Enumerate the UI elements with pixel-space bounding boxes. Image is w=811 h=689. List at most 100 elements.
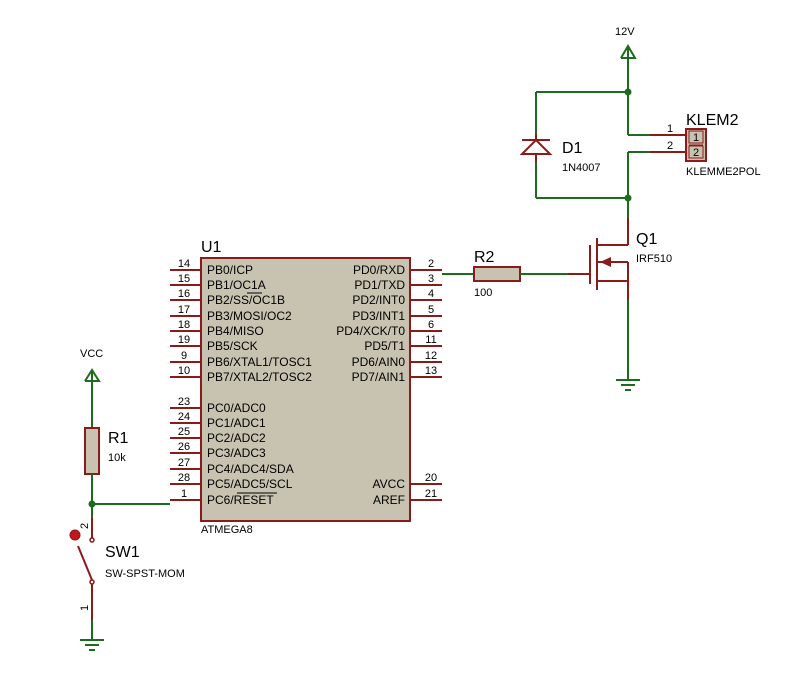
d1-diode[interactable]: D1 1N4007 <box>519 134 601 174</box>
sw1-led-icon <box>69 529 81 541</box>
u1-pin-number: 27 <box>178 457 190 469</box>
u1-pin-28: 28 PC5/ADC5/SCL <box>170 472 293 491</box>
sw1-pin1: 1 <box>79 605 91 611</box>
u1-pin-number: 25 <box>178 426 190 438</box>
u1-pin-label: PB0/ICP <box>207 263 253 277</box>
sw1-value: SW-SPST-MOM <box>105 568 185 580</box>
u1-pin-number: 28 <box>178 472 190 484</box>
junction-drain <box>624 194 632 202</box>
u1-pin-number: 23 <box>178 396 190 408</box>
u1-pin-number: 20 <box>425 472 437 484</box>
u1-pin-label: PD1/TXD <box>354 278 405 292</box>
u1-pin-label: PD7/AIN1 <box>352 370 406 384</box>
klem2-pin1-num: 1 <box>667 123 673 135</box>
v12-label: 12V <box>615 26 635 38</box>
r2-resistor[interactable]: R2 100 <box>473 249 521 299</box>
u1-pin-label: PC3/ADC3 <box>207 446 266 460</box>
u1-pin-label: PB7/XTAL2/TOSC2 <box>207 370 312 384</box>
r1-resistor[interactable]: R1 10k <box>84 427 129 475</box>
u1-pin-label: PB5/SCK <box>207 339 258 353</box>
u1-pin-3: 3 PD1/TXD <box>354 273 442 292</box>
u1-pin-number: 4 <box>428 288 434 300</box>
u1-pin-20: 20 AVCC <box>373 472 442 491</box>
q1-value: IRF510 <box>636 253 672 265</box>
u1-pin-21: 21 AREF <box>373 488 442 507</box>
u1-pin-label: PC2/ADC2 <box>207 431 266 445</box>
u1-pin-label: PC0/ADC0 <box>207 401 266 415</box>
junction-12v <box>624 88 632 96</box>
v12-power: 12V <box>615 26 637 135</box>
junction-reset <box>88 500 96 508</box>
u1-pin-label: PB4/MISO <box>207 324 264 338</box>
u1-pin-label: PB2/SS/OC1B <box>207 293 285 307</box>
u1-pin-label: PD6/AIN0 <box>352 355 406 369</box>
r1-body <box>84 427 100 475</box>
u1-body <box>200 257 411 522</box>
u1-pin-number: 19 <box>178 334 190 346</box>
sw1-ref: SW1 <box>105 544 140 561</box>
u1-pin-label: PD3/INT1 <box>352 309 405 323</box>
u1-pin-25: 25 PC2/ADC2 <box>170 426 266 445</box>
u1-pin-label: PD4/XCK/T0 <box>336 324 405 338</box>
u1-pin-17: 17 PB3/MOSI/OC2 <box>170 304 292 323</box>
u1-pin-label: AVCC <box>373 477 406 491</box>
vcc-power: VCC <box>80 348 103 428</box>
u1-ref: U1 <box>201 239 222 256</box>
klem2-ref: KLEM2 <box>686 112 739 129</box>
ground-icon <box>80 639 104 651</box>
u1-pin-number: 9 <box>181 350 187 362</box>
klem2-value: KLEMME2POL <box>686 166 761 178</box>
u1-pin-number: 2 <box>428 258 434 270</box>
u1-pin-5: 5 PD3/INT1 <box>352 304 442 323</box>
u1-pin-10: 10 PB7/XTAL2/TOSC2 <box>170 365 312 384</box>
klem2-pin2-num: 2 <box>667 140 673 152</box>
u1-pin-number: 16 <box>178 288 190 300</box>
u1-pin-label: PB6/XTAL1/TOSC1 <box>207 355 312 369</box>
sw1-pin2: 2 <box>79 523 91 529</box>
u1-pin-11: 11 PD5/T1 <box>364 334 442 353</box>
q1-ref: Q1 <box>636 231 657 248</box>
u1-pin-19: 19 PB5/SCK <box>170 334 258 353</box>
q1-mosfet[interactable]: Q1 IRF510 <box>568 231 672 290</box>
u1-pin-26: 26 PC3/ADC3 <box>170 441 266 460</box>
u1-pin-number: 12 <box>425 350 437 362</box>
u1-pin-number: 5 <box>428 304 434 316</box>
d1-value: 1N4007 <box>562 162 601 174</box>
u1-pin-18: 18 PB4/MISO <box>170 319 264 338</box>
u1-pin-16: 16 PB2/SS/OC1B <box>170 288 285 307</box>
u1-pin-number: 11 <box>425 334 436 346</box>
u1-pin-label: PD5/T1 <box>364 339 405 353</box>
u1-pin-number: 10 <box>178 365 190 377</box>
u1-pin-number: 21 <box>425 488 437 500</box>
u1-pin-label: PC5/ADC5/SCL <box>207 477 293 491</box>
r2-ref: R2 <box>474 249 495 266</box>
vcc-label: VCC <box>80 348 103 360</box>
r2-value: 100 <box>474 287 492 299</box>
r1-value: 10k <box>108 452 126 464</box>
u1-pin-number: 26 <box>178 441 190 453</box>
u1-value: ATMEGA8 <box>201 524 253 536</box>
klem2-terminal[interactable]: 1 2 1 2 KLEM2 KLEMME2POL <box>650 112 761 178</box>
klem2-pin2-label: 2 <box>693 147 699 159</box>
u1-pin-label: PB3/MOSI/OC2 <box>207 309 292 323</box>
sw1-switch[interactable]: 2 1 SW1 SW-SPST-MOM <box>69 518 185 620</box>
u1-pin-number: 3 <box>428 273 434 285</box>
u1-pin-label: AREF <box>373 493 405 507</box>
ground-icon <box>616 379 640 391</box>
u1-pin-number: 18 <box>178 319 190 331</box>
u1-pin-number: 1 <box>181 488 187 500</box>
r1-ref: R1 <box>108 430 129 447</box>
u1-pin-number: 17 <box>178 304 190 316</box>
u1-pin-23: 23 PC0/ADC0 <box>170 396 266 415</box>
